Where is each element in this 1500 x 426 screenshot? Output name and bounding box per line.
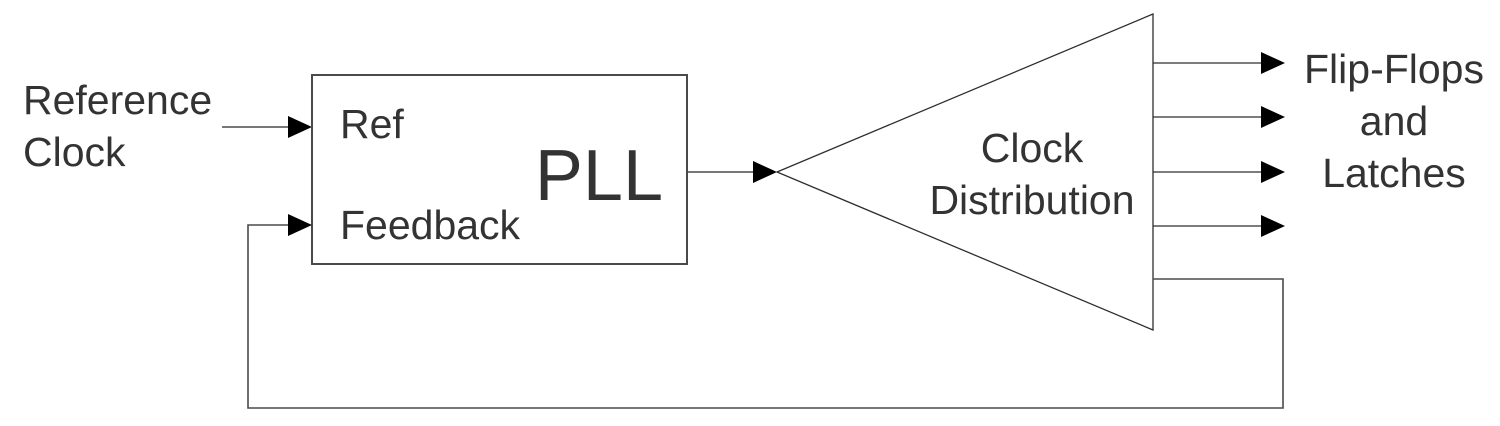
- clock-output-arrowhead-2-icon: [1261, 106, 1285, 128]
- clock-output-4: [1153, 215, 1285, 237]
- clock-output-arrowhead-1-icon: [1261, 52, 1285, 74]
- clock-output-2: [1153, 106, 1285, 128]
- clock-output-3: [1153, 161, 1285, 183]
- pll-box: [311, 74, 688, 265]
- reference-clock-label-line2: Clock: [23, 129, 126, 175]
- pll-feedback-input-label: Feedback: [340, 202, 521, 248]
- clock-output-arrowhead-4-icon: [1261, 215, 1285, 237]
- clock-distribution-triangle: [775, 13, 1154, 331]
- feedback-loop-wire: [247, 224, 1284, 409]
- buffer-input-arrowhead-icon: [753, 161, 777, 183]
- clock-distribution-label-line1: Clock: [981, 125, 1084, 171]
- clock-distribution-label: Clock Distribution: [929, 125, 1134, 223]
- clock-output-1: [1153, 52, 1285, 74]
- ref-input-arrowhead-icon: [288, 116, 312, 138]
- reference-clock-label: Reference Clock: [23, 77, 212, 175]
- load-label: Flip-Flops and Latches: [1304, 46, 1484, 196]
- clock-output-arrowhead-3-icon: [1261, 161, 1285, 183]
- reference-clock-label-line1: Reference: [23, 77, 212, 123]
- load-label-line3: Latches: [1322, 150, 1466, 196]
- feedback-input-arrowhead-icon: [288, 214, 312, 236]
- pll-title: PLL: [535, 136, 663, 216]
- clock-distribution-label-line2: Distribution: [929, 177, 1134, 223]
- load-label-line1: Flip-Flops: [1304, 46, 1484, 92]
- pll-ref-input-label: Ref: [340, 101, 404, 147]
- load-label-line2: and: [1360, 98, 1428, 144]
